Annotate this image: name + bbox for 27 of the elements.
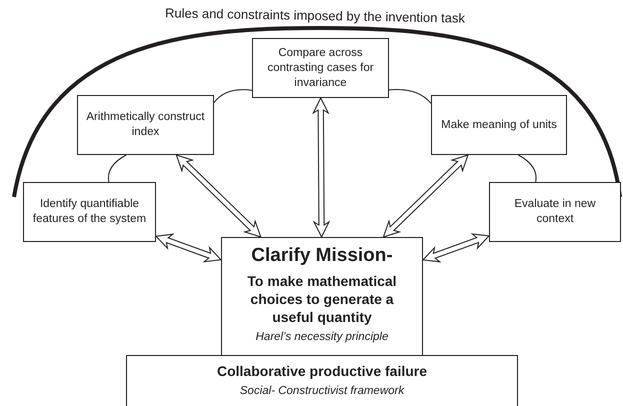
- connector-arc: [518, 154, 537, 182]
- double-arrow: [154, 234, 222, 262]
- process-box: [431, 95, 567, 155]
- box-note: Harel’s necessity principle: [256, 330, 388, 345]
- box-text: Make meaning of units: [441, 118, 557, 132]
- process-box: [221, 237, 423, 356]
- box-title: Clarify Mission-: [251, 244, 393, 268]
- box-text: To make mathematical choices to generate a useful quantity: [246, 272, 398, 326]
- connector-arc: [214, 89, 252, 104]
- box-title: Collaborative productive failure: [216, 362, 428, 380]
- arc-label: Rules and constraints imposed by the invention task: [164, 4, 466, 26]
- box-note: Social- Constructivist framework: [240, 384, 404, 399]
- process-box: [77, 95, 214, 155]
- process-box: [126, 355, 518, 406]
- double-arrow: [382, 154, 469, 238]
- process-box: [252, 38, 389, 98]
- box-text: Identify quantifiable features of the system: [32, 197, 148, 227]
- double-arrow: [422, 233, 490, 262]
- process-box: [489, 182, 621, 242]
- process-box: [23, 182, 156, 242]
- box-text: Compare across contrasting cases for invariance: [266, 46, 375, 90]
- connector-arc: [388, 88, 432, 104]
- box-text: Evaluate in new context: [513, 197, 597, 227]
- connector-arc: [108, 154, 127, 182]
- box-text: Arithmetically construct index: [85, 110, 206, 140]
- double-arrow: [312, 96, 330, 238]
- double-arrow: [176, 154, 262, 238]
